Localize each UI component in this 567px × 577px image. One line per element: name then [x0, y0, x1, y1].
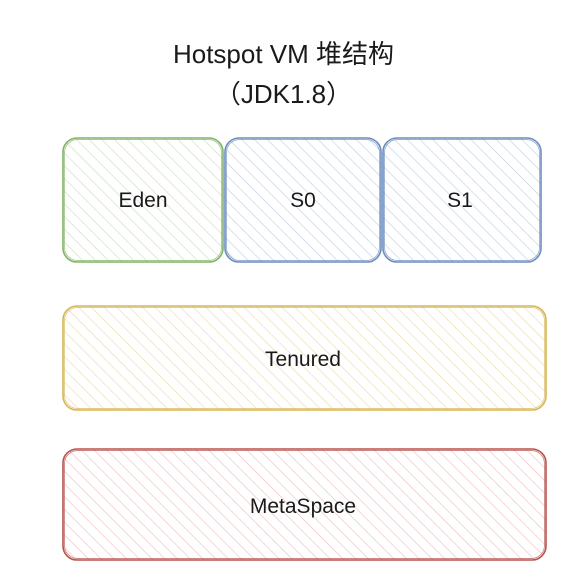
s1-block: S1 — [382, 137, 542, 263]
s0-block: S0 — [224, 137, 382, 263]
tenured-label: Tenured — [265, 348, 341, 371]
tenured-block: Tenured — [62, 305, 547, 411]
diagram-title: Hotspot VM 堆结构 — [172, 39, 395, 69]
metaspace-block: MetaSpace — [62, 448, 547, 561]
eden-block: Eden — [62, 137, 224, 263]
s0-label: S0 — [290, 189, 316, 212]
eden-label: Eden — [118, 189, 167, 212]
s1-label: S1 — [447, 189, 473, 212]
metaspace-label: MetaSpace — [250, 495, 356, 518]
diagram-subtitle: （JDK1.8） — [214, 79, 353, 109]
